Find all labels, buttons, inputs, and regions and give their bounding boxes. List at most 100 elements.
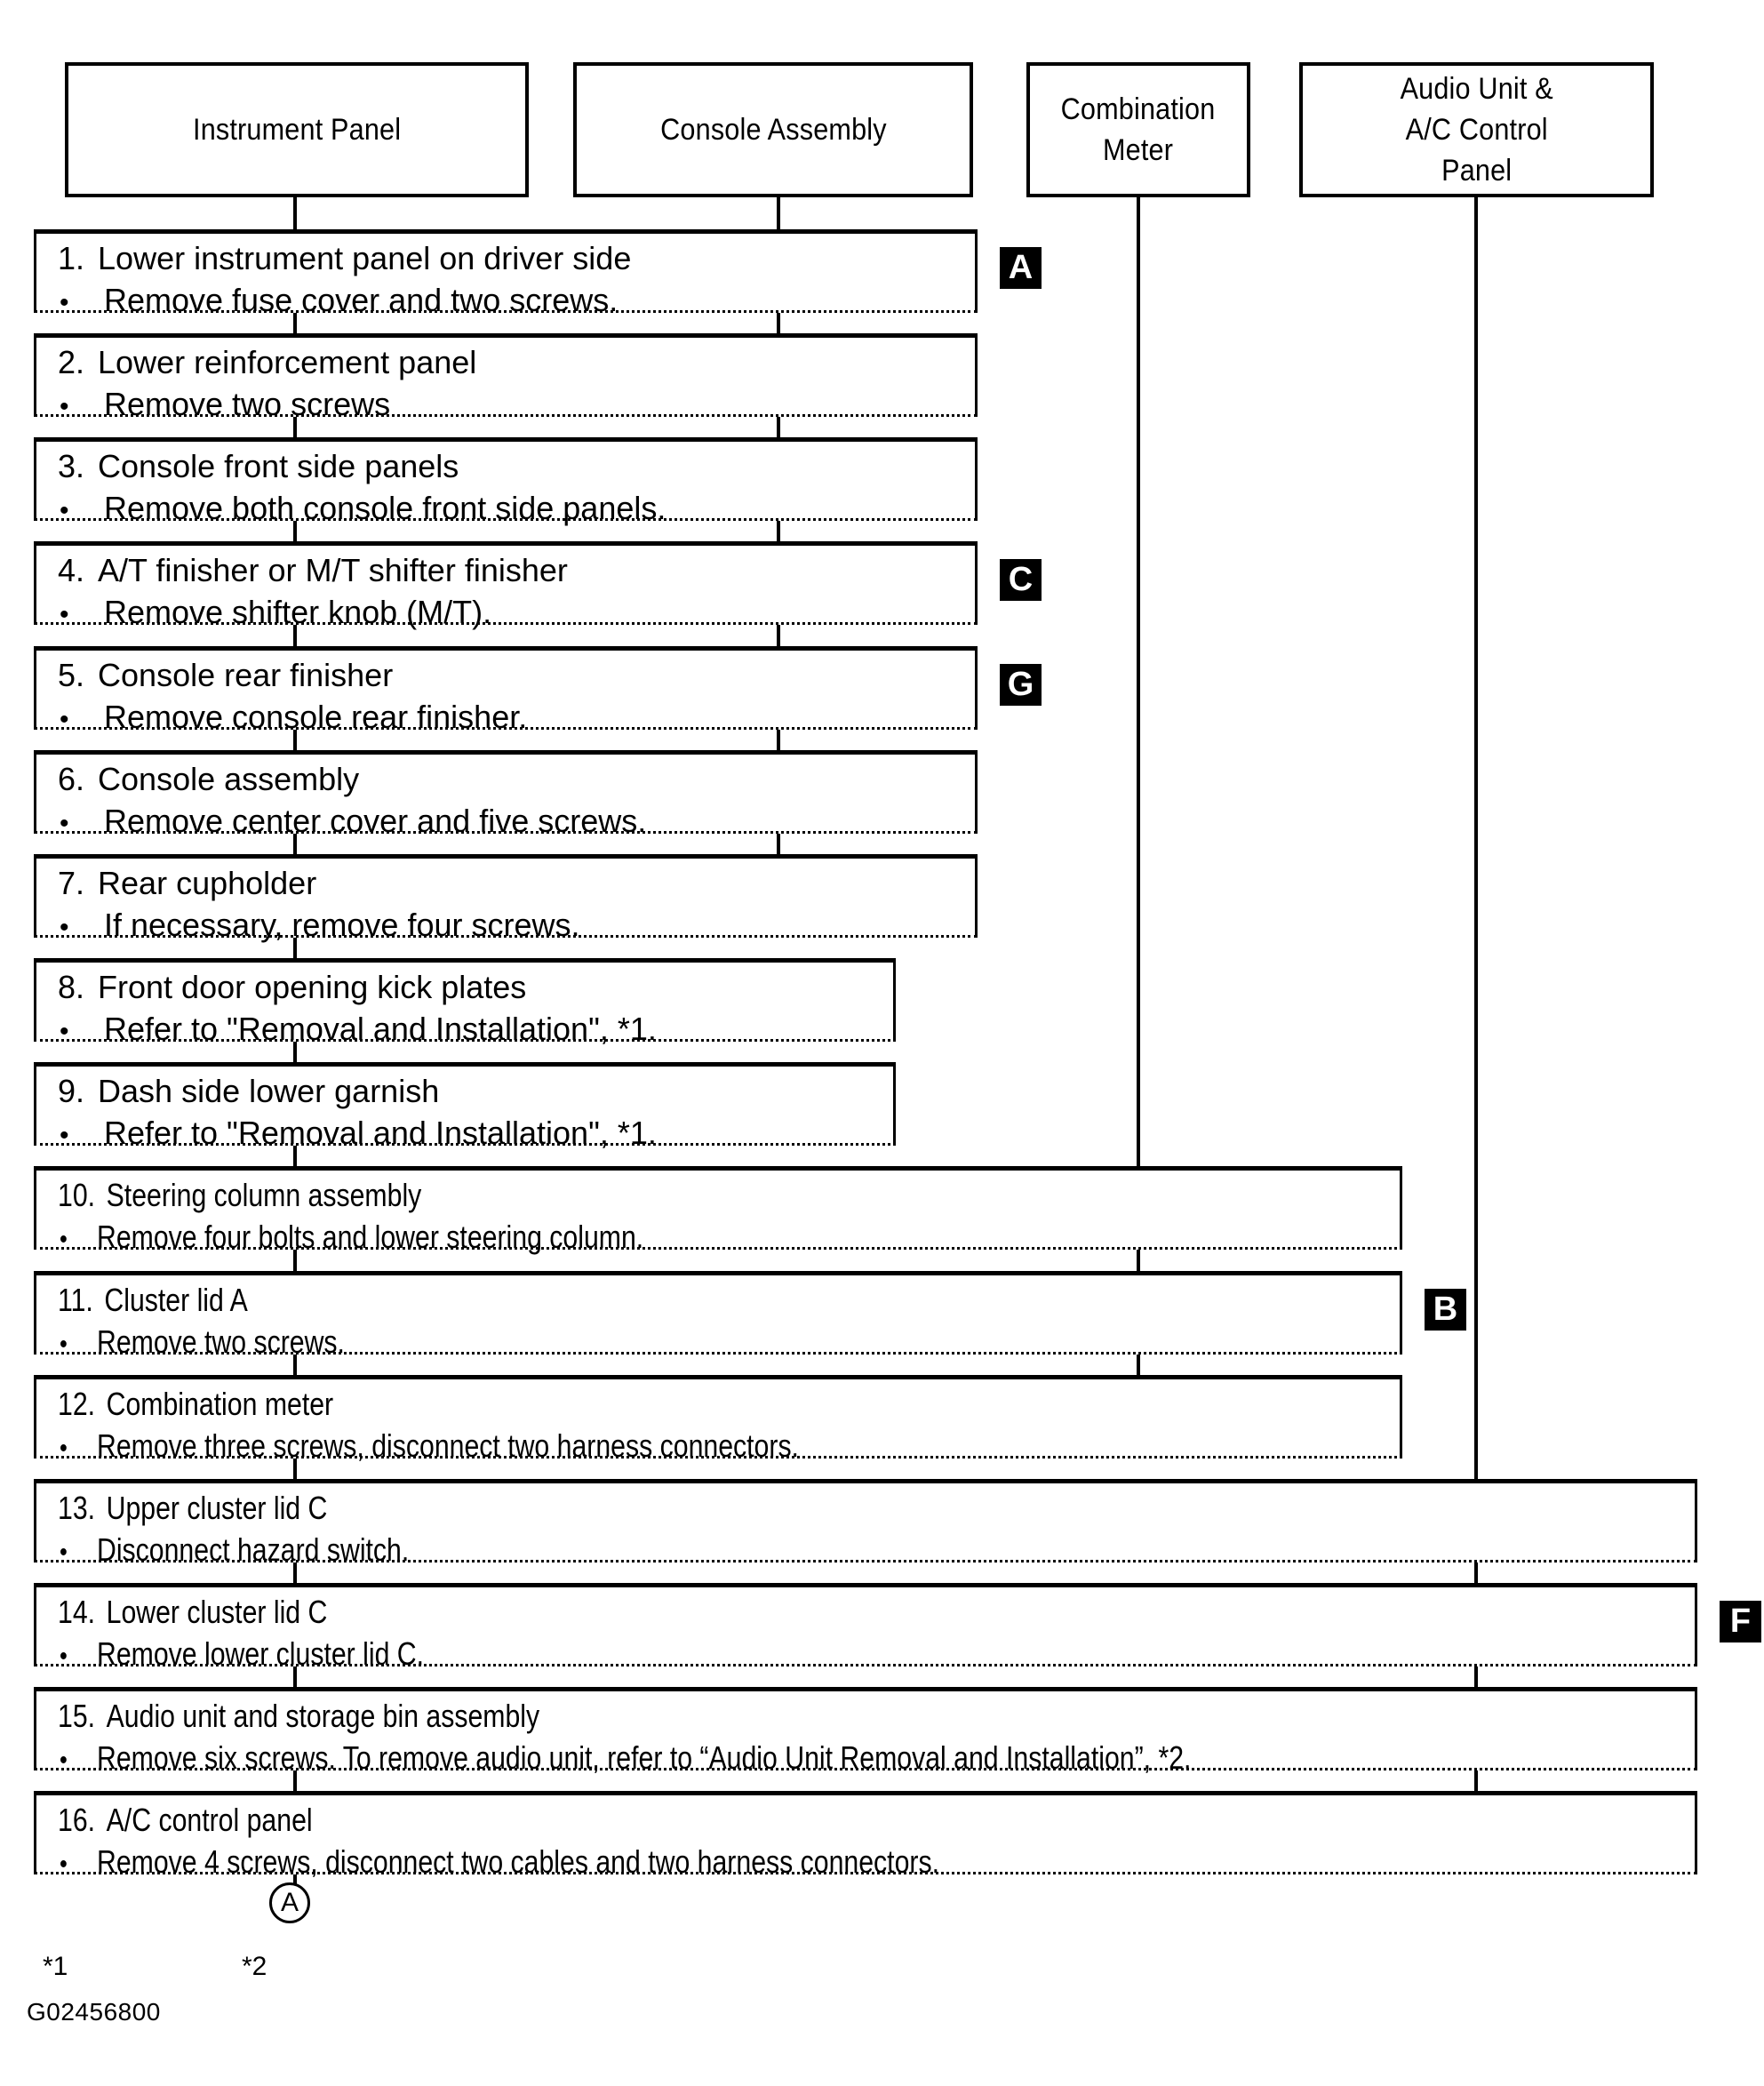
step-detail-line: •Remove center cover and five screws. (60, 803, 646, 840)
step-detail: Remove two screws (104, 386, 391, 422)
step-title: Audio unit and storage bin assembly (106, 1698, 540, 1734)
header-label: Console Assembly (659, 113, 887, 147)
connector-line (293, 1250, 297, 1271)
bullet-icon: • (60, 1434, 68, 1463)
step-detail: Remove center cover and five screws. (104, 803, 647, 839)
bullet-icon: • (60, 392, 69, 421)
step-heading: 15. Audio unit and storage bin assembly (58, 1698, 539, 1735)
step-number: 1. (58, 240, 85, 276)
step-detail: Disconnect hazard switch. (97, 1531, 410, 1568)
step-heading: 6.Console assembly (58, 761, 359, 798)
connector-line (293, 938, 297, 958)
connector-line (293, 313, 297, 333)
step-box-5: 5. Console rear finisher • Remove console r… (34, 646, 978, 735)
step-detail: Remove shifter knob (M/T). (104, 594, 492, 630)
connector-line (293, 730, 297, 750)
connector-line (293, 1563, 297, 1583)
step-detail-line: •Remove six screws. To remove audio unit… (60, 1739, 1191, 1777)
connector-line (293, 1146, 297, 1166)
header-label: Combination Meter (1061, 92, 1216, 167)
step-detail-line: •Refer to "Removal and Installation", *1… (60, 1011, 657, 1048)
bullet-icon: • (60, 1225, 68, 1254)
footnote-1: *1 (43, 1952, 68, 1981)
step-box-10: 10.Steering column assembly•Remove four … (34, 1166, 1402, 1255)
step-title: Lower instrument panel on driver side (98, 240, 632, 276)
step-title: Console rear finisher (98, 657, 394, 693)
connector-line (293, 1770, 297, 1791)
step-title: Lower cluster lid C (106, 1594, 328, 1630)
bullet-icon: • (60, 1330, 68, 1359)
step-detail: Remove two screws. (97, 1323, 345, 1360)
step-heading: 1. Lower instrument panel on driver side (58, 240, 631, 277)
connector-line (293, 834, 297, 854)
step-title: Upper cluster lid C (106, 1490, 328, 1526)
connector-line (293, 1042, 297, 1062)
connector-line (777, 625, 780, 646)
step-box-8: 8. Front door opening kick plates •Refer t… (34, 958, 896, 1047)
header-box-console-assembly: Console Assembly (573, 62, 973, 197)
step-box-2: 2.Lower reinforcement panel • Remove two s… (34, 333, 978, 422)
connector-line (293, 1355, 297, 1375)
callout-badge-g: G (1000, 664, 1042, 706)
connector-line (1474, 1666, 1478, 1687)
header-box-combination-meter: Combination Meter (1026, 62, 1250, 197)
step-number: 11. (58, 1282, 93, 1318)
step-number: 7. (58, 865, 85, 901)
step-box-1: 1.Lower instrument panel on driver side•… (34, 229, 978, 318)
bullet-icon: • (60, 600, 69, 629)
bullet-icon: • (60, 705, 69, 734)
step-number: 13. (58, 1490, 96, 1526)
bullet-icon: • (60, 1642, 68, 1671)
connector-line (1137, 197, 1140, 1166)
bullet-icon: • (60, 1017, 69, 1046)
connector-line (777, 197, 780, 229)
step-box-4: 4.A/T finisher or M/T shifter finisher • R… (34, 541, 978, 630)
header-box-audio-unit-ac-control-panel: Audio Unit & A/C Control Panel (1299, 62, 1654, 197)
step-title: A/C control panel (106, 1802, 313, 1838)
connector-line (1137, 1355, 1140, 1375)
step-detail: Remove three screws, disconnect two harn… (97, 1427, 799, 1464)
header-box-instrument-panel: Instrument Panel (65, 62, 529, 197)
bullet-icon: • (60, 1121, 69, 1150)
step-detail-line: • Remove two screws (60, 386, 390, 423)
connector-line (777, 730, 780, 750)
step-number: 4. (58, 552, 85, 588)
step-heading: 11.Cluster lid A (58, 1282, 248, 1319)
connector-line (1474, 1770, 1478, 1791)
bullet-icon: • (60, 1538, 68, 1567)
connector-line (1137, 1250, 1140, 1271)
step-title: Dash side lower garnish (98, 1073, 440, 1109)
connector-line (777, 834, 780, 854)
step-number: 15. (58, 1698, 96, 1734)
connector-circle-a: A (269, 1882, 310, 1923)
step-detail: Remove fuse cover and two screws. (104, 282, 619, 318)
step-number: 8. (58, 969, 85, 1005)
header-label: Instrument Panel (192, 113, 402, 147)
step-title: Front door opening kick plates (98, 969, 527, 1005)
step-detail-line: •Remove both console front side panels. (60, 490, 666, 527)
step-heading: 16.A/C control panel (58, 1802, 313, 1839)
footnote-2: *2 (242, 1952, 267, 1981)
step-heading: 4.A/T finisher or M/T shifter finisher (58, 552, 568, 589)
step-box-14: 14.Lower cluster lid C•Remove lower clus… (34, 1583, 1697, 1672)
step-number: 5. (58, 657, 85, 693)
step-number: 12. (58, 1386, 96, 1422)
step-detail: Remove lower cluster lid C. (97, 1635, 425, 1672)
step-heading: 12.Combination meter (58, 1386, 333, 1423)
connector-line (293, 625, 297, 646)
step-number: 6. (58, 761, 85, 797)
step-heading: 7. Rear cupholder (58, 865, 316, 902)
step-detail-line: • Remove shifter knob (M/T). (60, 594, 491, 631)
step-detail: Remove console rear finisher. (104, 699, 528, 735)
callout-badge-f: F (1720, 1601, 1761, 1642)
bullet-icon: • (60, 1746, 68, 1775)
step-heading: 13. Upper cluster lid C (58, 1490, 327, 1527)
callout-badge-a: A (1000, 247, 1042, 289)
step-detail-line: • Remove lower cluster lid C. (60, 1635, 424, 1673)
step-heading: 5. Console rear finisher (58, 657, 393, 694)
step-title: Rear cupholder (98, 865, 317, 901)
step-detail-line: •Remove four bolts and lower steering co… (60, 1219, 643, 1256)
step-heading: 2.Lower reinforcement panel (58, 344, 476, 381)
step-number: 9. (58, 1073, 85, 1109)
step-title: Console front side panels (98, 448, 459, 484)
